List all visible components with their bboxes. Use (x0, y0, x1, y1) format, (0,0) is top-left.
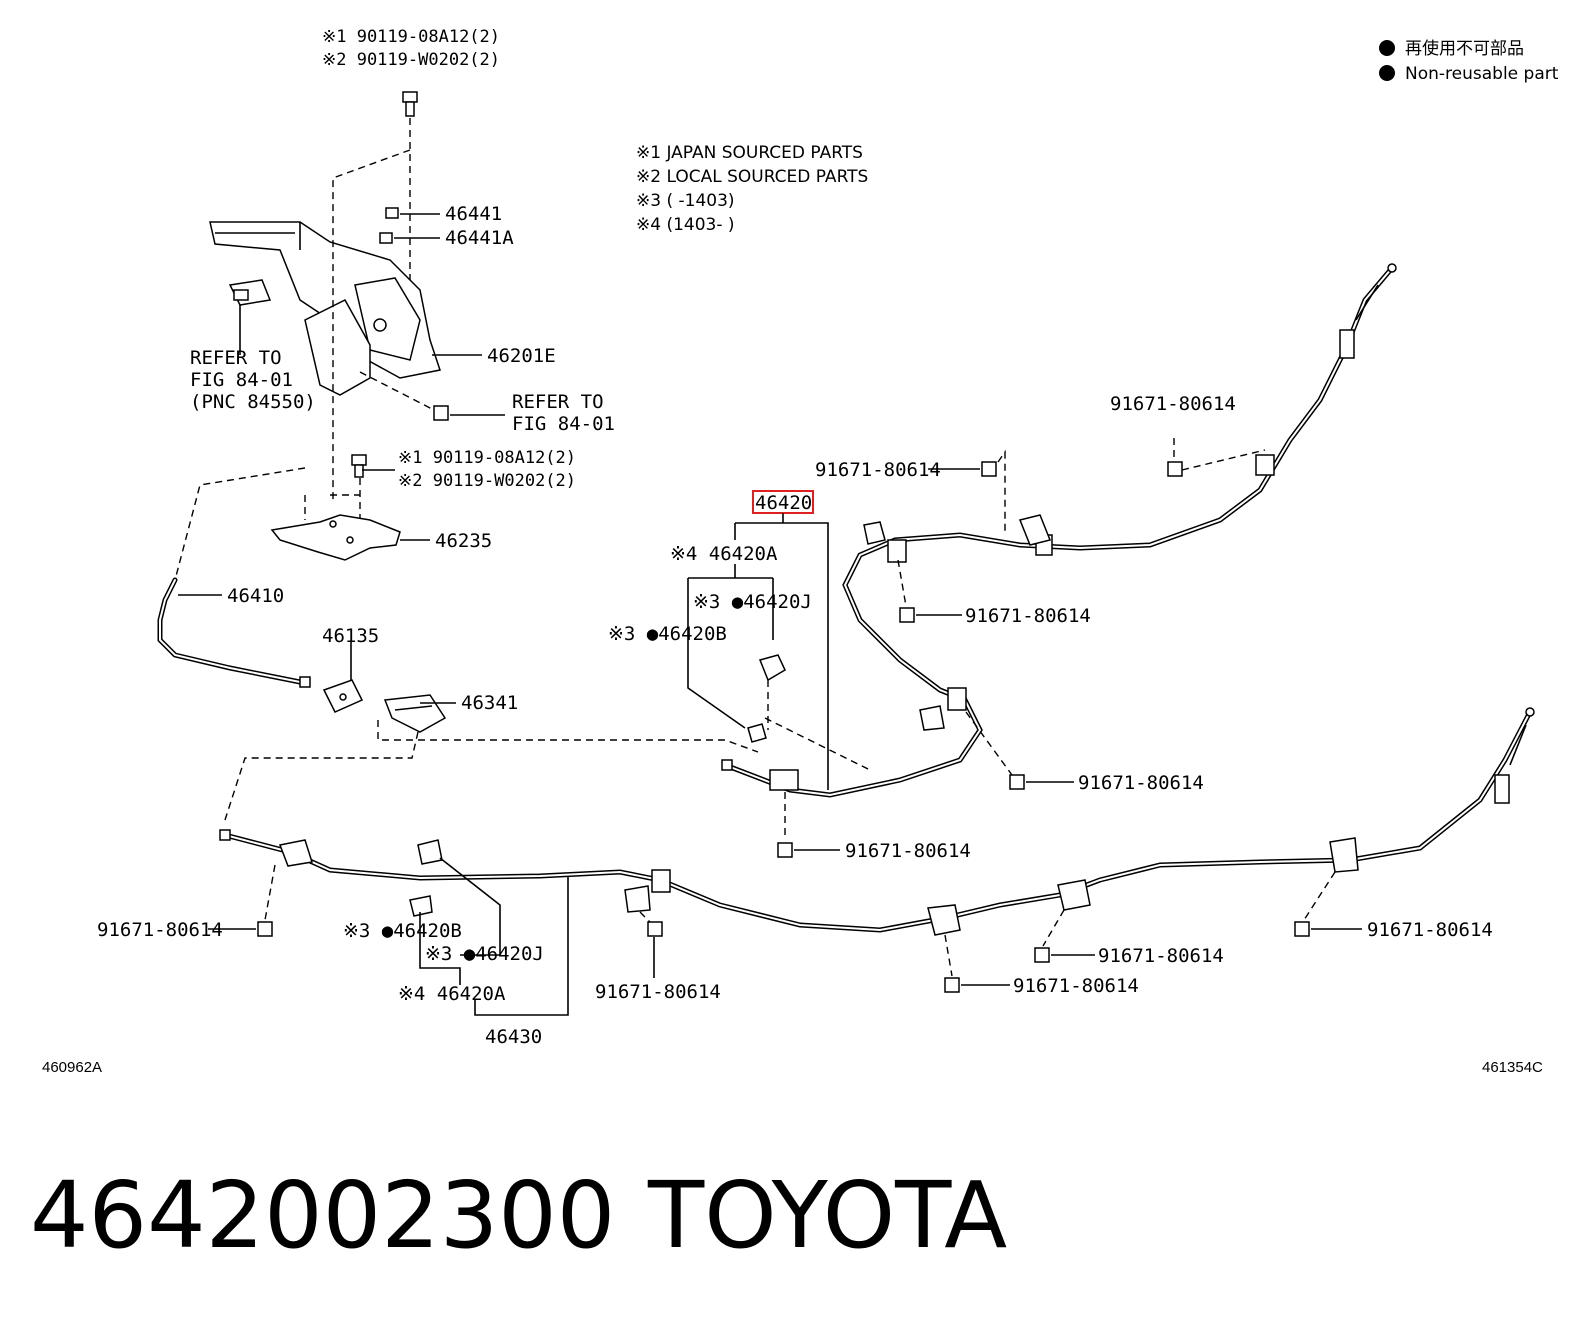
callout-46420A-upper: ※4 46420A (670, 543, 778, 565)
legend-en: Non-reusable part (1405, 64, 1559, 84)
callout-bolt-top-1: ※1 90119-08A12(2) (322, 27, 500, 47)
callout-46420B-upper: ※3 ●46420B (608, 623, 727, 645)
callout-bolt-i: 91671-80614 (1098, 945, 1224, 967)
bolt-d (1009, 774, 1025, 790)
callout-bolt-h: 91671-80614 (1013, 975, 1139, 997)
callout-46235: 46235 (435, 530, 492, 552)
refer2-line-b: FIG 84-01 (512, 413, 615, 435)
bolt-e (777, 842, 793, 858)
clip-46420B-lower (409, 895, 433, 917)
callout-bolt-g: 91671-80614 (595, 981, 721, 1003)
callout-bolt-top-2: ※2 90119-W0202(2) (322, 50, 500, 70)
callout-46441: 46441 (445, 203, 502, 225)
callout-bolt-c: 91671-80614 (965, 605, 1091, 627)
cable-46420 (721, 263, 1397, 798)
equalizer-46135 (322, 679, 364, 713)
mid-bolt (351, 454, 367, 478)
clip-46420J-lower (417, 839, 443, 865)
note-3: ※3 ( -1403) (636, 191, 735, 211)
figure-code-right: 461354C (1482, 1059, 1543, 1076)
callout-46420: 46420 (755, 492, 812, 514)
caption-part-number: 4642002300 (30, 1162, 615, 1269)
clip-46441 (385, 207, 399, 219)
callout-bolt-d: 91671-80614 (1078, 772, 1204, 794)
note-2: ※2 LOCAL SOURCED PARTS (636, 167, 868, 187)
legend-dot-icon (1379, 40, 1395, 56)
callout-46341: 46341 (461, 692, 518, 714)
bolt-g (647, 921, 663, 937)
figure-code-left: 460962A (42, 1059, 102, 1076)
bracket-46235 (270, 494, 401, 561)
leader-to-46430 (224, 731, 419, 821)
side-bracket (228, 279, 272, 306)
leader-frame (332, 149, 411, 500)
callout-46201E: 46201E (487, 345, 556, 367)
cable-46430 (219, 707, 1535, 936)
callout-46420A-lower: ※4 46420A (398, 983, 506, 1005)
refer2-line-a: REFER TO (512, 391, 604, 413)
callout-bolt-b: 91671-80614 (815, 459, 941, 481)
refer1-line-c: (PNC 84550) (190, 391, 316, 413)
callout-46410: 46410 (227, 585, 284, 607)
clip-46441A (379, 232, 393, 244)
bolt-i (1034, 947, 1050, 963)
clip-46420J-upper (758, 654, 786, 682)
callout-46420J-upper: ※3 ●46420J (693, 591, 812, 613)
guide-46341 (383, 694, 447, 733)
legend-jp: 再使用不可部品 (1405, 38, 1524, 59)
callout-bolt-mid-2: ※2 90119-W0202(2) (398, 471, 576, 491)
note-4: ※4 (1403- ) (636, 215, 735, 235)
lever-bolt (359, 371, 449, 421)
callout-bolt-f: 91671-80614 (97, 919, 223, 941)
top-bolt (402, 91, 418, 117)
refer1-line-a: REFER TO (190, 347, 282, 369)
clip-46420B-upper (747, 723, 767, 743)
front-cable-46410 (157, 577, 311, 688)
callout-46135: 46135 (322, 625, 379, 647)
callout-bolt-j: 91671-80614 (1367, 919, 1493, 941)
caption-brand: TOYOTA (647, 1162, 1007, 1269)
leader-to-46410 (174, 467, 306, 581)
bolt-b (981, 461, 997, 477)
bolt-f (257, 921, 273, 937)
lever-assembly (209, 221, 441, 396)
refer1-line-b: FIG 84-01 (190, 369, 293, 391)
callout-46420J-lower: ※3 ●46420J (425, 943, 544, 965)
bolt-c (899, 607, 915, 623)
callout-46420B-lower: ※3 ●46420B (343, 920, 462, 942)
bolt-a (1167, 461, 1183, 477)
callout-bolt-a: 91671-80614 (1110, 393, 1236, 415)
callout-bolt-mid-1: ※1 90119-08A12(2) (398, 448, 576, 468)
bolt-j (1294, 921, 1310, 937)
callout-46441A: 46441A (445, 227, 514, 249)
bolt-h (944, 977, 960, 993)
sourcing-notes: ※1 JAPAN SOURCED PARTS ※2 LOCAL SOURCED … (636, 143, 868, 235)
note-1: ※1 JAPAN SOURCED PARTS (636, 143, 863, 163)
callout-bolt-e: 91671-80614 (845, 840, 971, 862)
leader-equalizer (377, 720, 759, 753)
legend: 再使用不可部品 Non-reusable part (1379, 38, 1559, 84)
callout-46430: 46430 (485, 1026, 542, 1048)
legend-dot-icon (1379, 65, 1395, 81)
